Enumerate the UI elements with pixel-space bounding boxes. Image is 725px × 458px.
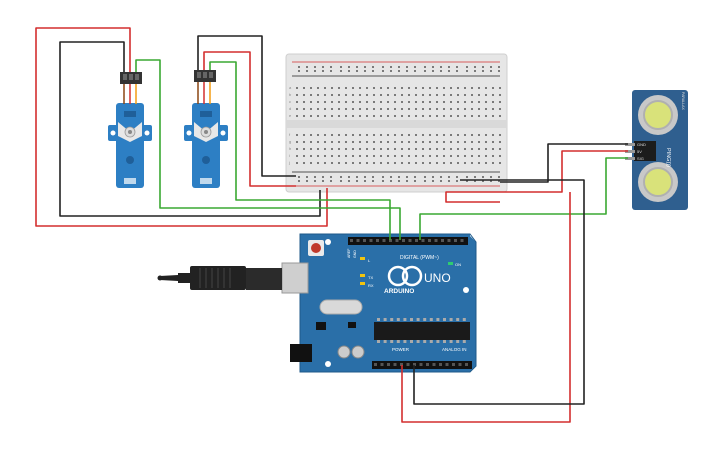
l-led-label: L [368,258,371,263]
bb-row-label: j [288,160,290,165]
arduino-logo-symbol: ∞ [400,279,401,281]
bb-row-label: b [289,92,292,97]
sensor-name: PING))) [665,148,671,167]
gnd-pin-label: GND [353,250,357,258]
digital-pwm-label: DIGITAL (PWM~) [400,255,439,261]
wires [35,27,628,423]
servo-motor-2[interactable] [184,70,228,188]
wire-black-servo2-ground [197,35,296,177]
sensor-pin-gnd: GND [637,142,646,147]
wire-green-servo1-signal [135,59,401,240]
power-label: POWER [392,347,410,352]
wire-red-5v-supply [401,192,571,423]
wire-red-servo2-power [203,51,296,187]
analog-in-label: ANALOG IN [442,347,467,352]
arduino-model-label: UNO [424,271,451,285]
tx-led-label: TX [368,275,373,280]
on-led-label: ON [455,262,461,267]
bb-row-label: d [289,106,291,111]
wire-black-sensor-ground [500,143,628,183]
arduino-header-pins [350,239,468,366]
bb-row-label: f [289,132,291,137]
arduino-uno-board[interactable]: ∞ ARDUINO UNO DIGITAL (PWM~) ANALOG IN P… [290,233,477,373]
breadboard-row-labels: a b c d e f g h i j [288,85,292,165]
sensor-brand: PARALLAX [681,92,685,110]
breadboard-holes [296,66,501,182]
rx-led-label: RX [368,283,374,288]
servo-motor-1[interactable] [108,72,152,188]
ultrasonic-sensor[interactable]: GND 5V SIG PING))) PARALLAX [625,90,688,210]
bb-row-label: i [289,153,290,158]
bb-row-label: h [289,146,291,151]
bb-row-label: c [289,99,291,104]
usb-cable [157,262,309,294]
bb-row-label: a [289,85,292,90]
arduino-brand-label: ARDUINO [384,288,414,295]
wire-black-servo1-ground [59,41,321,217]
sensor-pin-5v: 5V [637,149,642,154]
wire-red-sensor-power [445,150,628,203]
wire-green-sensor-signal [419,157,628,240]
wire-green-servo2-signal [209,61,391,240]
sensor-pin-sig: SIG [637,156,644,161]
breadboard[interactable]: a b c d e f g h i j [285,53,508,193]
aref-pin-label: AREF [347,249,351,258]
bb-row-label: e [289,113,292,118]
bb-row-label: g [289,139,291,144]
atmega-chip [377,318,466,343]
wire-black-gnd-supply [413,179,585,405]
wire-red-servo1-power [35,27,328,227]
